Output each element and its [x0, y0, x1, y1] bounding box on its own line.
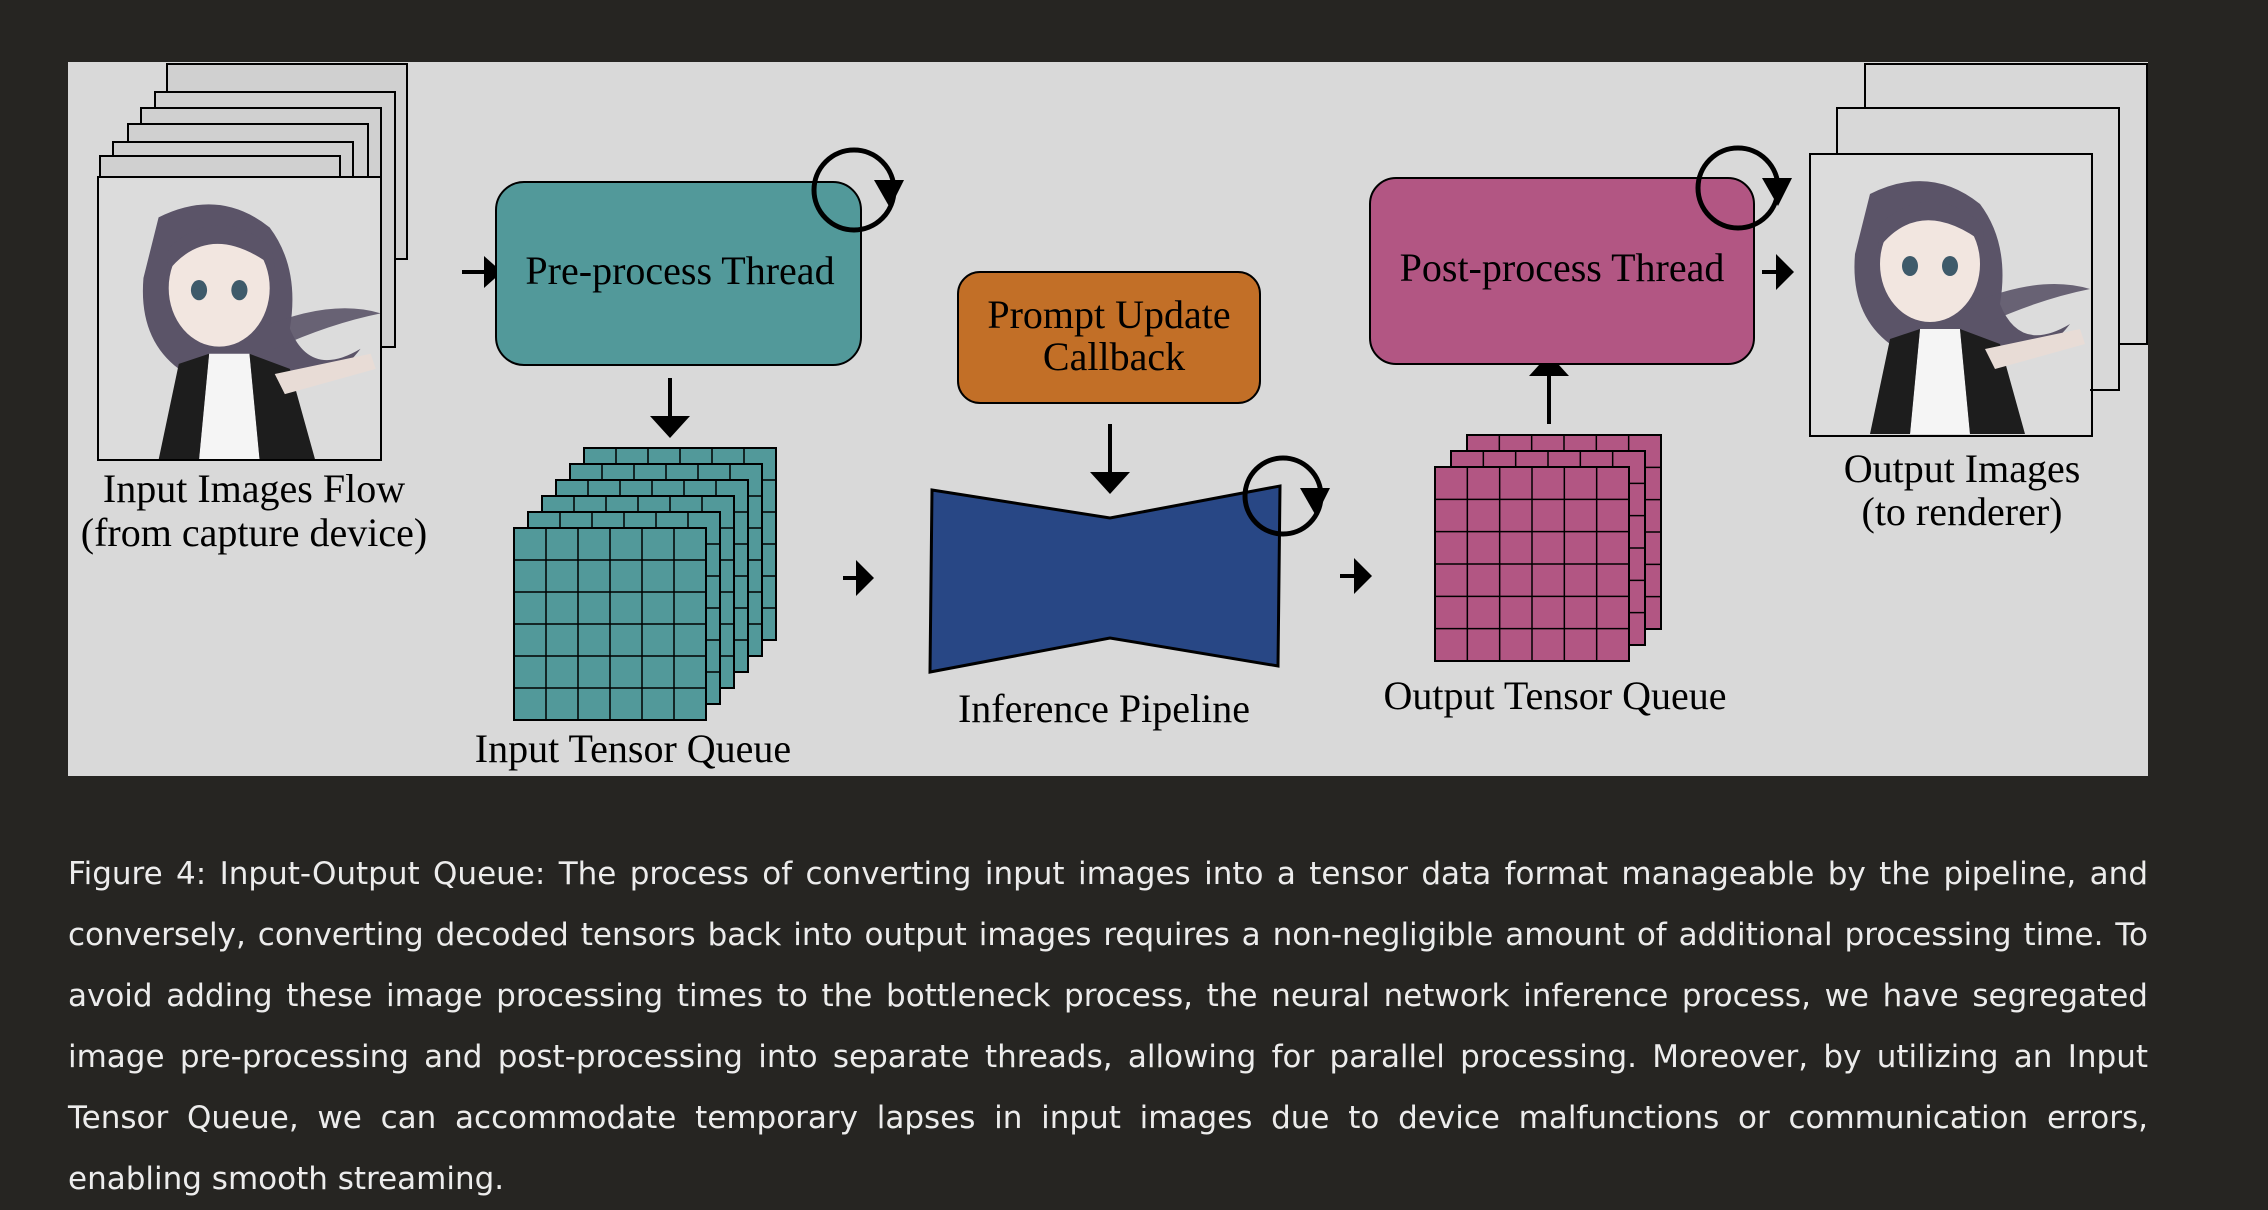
arrow-to-inference [843, 560, 874, 596]
inference-pipeline-shape [928, 484, 1282, 674]
input-image-stack [97, 63, 408, 461]
prompt-update-label-1: Prompt Update [987, 292, 1230, 337]
arrow-down-to-input-tensor [650, 378, 690, 438]
output-tensor-stack [1434, 434, 1662, 662]
output-images-label-1: Output Images [1844, 446, 2081, 491]
input-images-label-2: (from capture device) [81, 510, 427, 555]
input-tensor-stack [513, 447, 777, 721]
input-tensor-queue-label: Input Tensor Queue [475, 726, 791, 771]
arrow-to-output-tensor [1340, 558, 1372, 594]
preprocess-thread-box [495, 181, 862, 366]
caption-label: Figure 4: [68, 856, 207, 892]
output-image-stack [1809, 63, 2148, 437]
arrow-to-output-images [1762, 254, 1794, 290]
arrow-input-to-preprocess [462, 256, 502, 288]
caption-text: Input-Output Queue: The process of conve… [68, 856, 2149, 1197]
loop-icon [1695, 145, 1792, 231]
preprocess-thread-label: Pre-process Thread [525, 248, 834, 293]
loop-icon [811, 147, 904, 233]
inference-pipeline-label: Inference Pipeline [958, 686, 1250, 731]
arrow-prompt-to-inference [1090, 424, 1130, 494]
figure-caption: Figure 4: Input-Output Queue: The proces… [68, 844, 2148, 1210]
prompt-update-callback-box [957, 271, 1261, 404]
pipeline-figure: Input Images Flow (from capture device) … [68, 62, 2148, 776]
output-images-label-2: (to renderer) [1862, 489, 2063, 534]
prompt-update-label-2: Callback [1043, 334, 1185, 379]
input-images-label-1: Input Images Flow [103, 466, 405, 511]
output-tensor-queue-label: Output Tensor Queue [1383, 673, 1726, 718]
postprocess-thread-label: Post-process Thread [1400, 245, 1725, 290]
loop-icon [1242, 455, 1330, 537]
postprocess-thread-box [1369, 177, 1755, 365]
